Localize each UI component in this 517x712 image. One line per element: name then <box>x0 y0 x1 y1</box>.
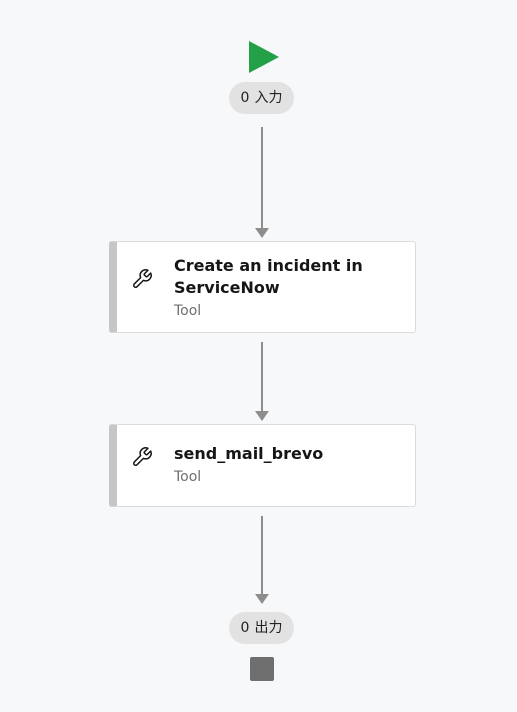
arrow-down-icon <box>255 594 269 604</box>
arrow-down-icon <box>255 411 269 421</box>
wrench-icon <box>133 269 152 288</box>
connector-line <box>261 516 263 598</box>
wrench-icon <box>133 447 152 466</box>
play-icon[interactable] <box>249 41 279 73</box>
output-label: 出力 <box>254 620 283 636</box>
node-type: Tool <box>174 469 202 485</box>
arrow-down-icon <box>255 228 269 238</box>
input-label: 入力 <box>254 90 283 106</box>
node-type: Tool <box>174 303 202 319</box>
node-title: Create an incident in ServiceNow <box>174 256 363 297</box>
connector-line <box>261 342 263 412</box>
connector-line <box>261 127 263 229</box>
output-count: 0 <box>240 620 250 636</box>
flow-node-tool[interactable]: Create an incident in ServiceNow Tool <box>109 241 416 333</box>
input-count: 0 <box>240 90 250 106</box>
node-title: send_mail_brevo <box>174 444 324 463</box>
flow-node-tool[interactable]: send_mail_brevo Tool <box>109 424 416 507</box>
stop-icon[interactable] <box>250 657 274 681</box>
